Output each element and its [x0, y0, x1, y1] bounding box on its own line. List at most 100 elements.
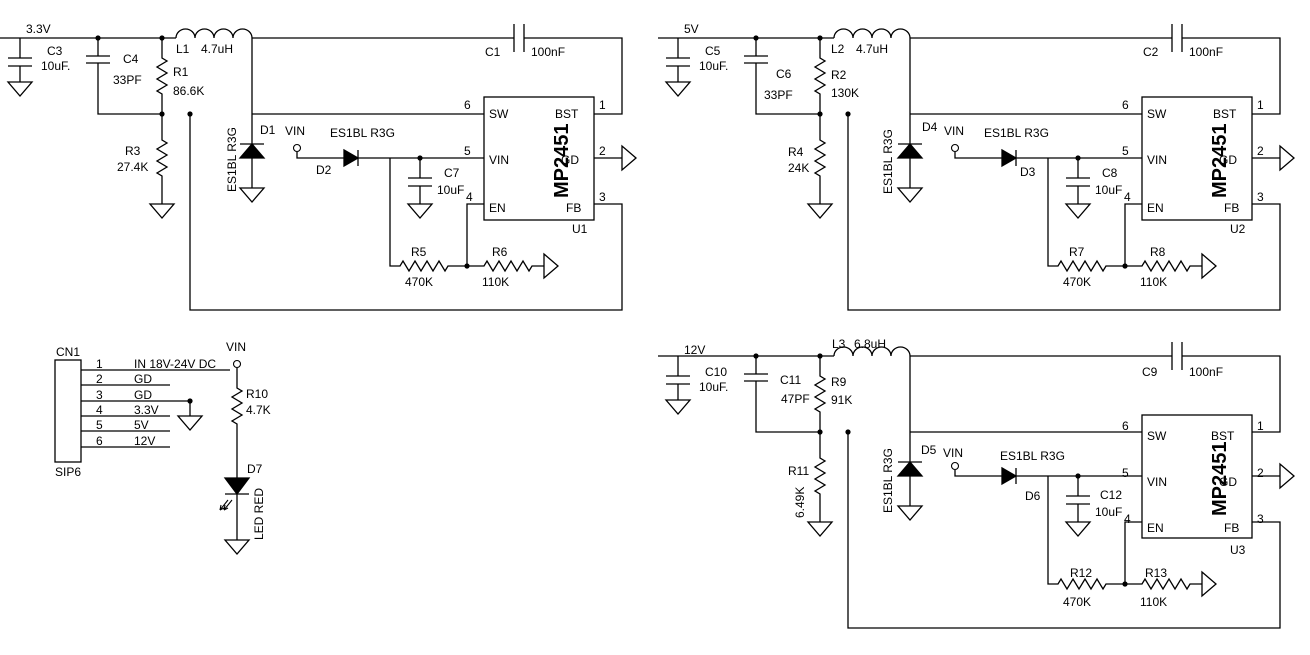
rbot-ref: R11	[788, 464, 809, 478]
pin-vin: VIN	[489, 153, 509, 167]
rgd-ref: R13	[1145, 566, 1167, 580]
pin-num-4: 4	[1124, 512, 1131, 526]
rbot-value: 6.49K	[793, 487, 807, 518]
pin-num-3: 3	[1257, 190, 1264, 204]
ren-ref: R5	[411, 245, 427, 259]
rail-label: 3.3V	[26, 22, 51, 36]
pin-num-5: 5	[1122, 466, 1129, 480]
pin-label: IN 18V-24V DC	[134, 357, 216, 371]
cff-value: 33PF	[764, 88, 793, 102]
cboot-ref: C1	[485, 45, 501, 59]
pin-sw: SW	[1147, 429, 1167, 443]
rbot-value: 24K	[788, 161, 809, 175]
vin-label: VIN	[944, 124, 964, 138]
pin-num-4: 4	[466, 190, 473, 204]
diode-in-ref: D3	[1020, 165, 1036, 179]
connector-type: SIP6	[55, 465, 81, 479]
cvin-value: 10uF	[437, 183, 464, 197]
rtop-ref: R9	[831, 375, 847, 389]
cin-value: 10uF.	[699, 380, 728, 394]
rail-label: 12V	[684, 343, 705, 357]
cff-ref: C11	[780, 373, 801, 387]
d7-ref: D7	[247, 462, 263, 476]
connector-pin-4: 4 3.3V	[96, 403, 159, 417]
led-vin-label: VIN	[226, 340, 246, 354]
cvin-ref: C12	[1100, 488, 1122, 502]
rtop-ref: R1	[173, 65, 189, 79]
pin-fb: FB	[1224, 201, 1239, 215]
cvin-value: 10uF	[1095, 505, 1122, 519]
diode-in-value: ES1BL R3G	[984, 126, 1049, 140]
pin-num-1: 1	[1257, 98, 1264, 112]
chip-ref: U1	[572, 222, 588, 236]
inductor-ref: L3	[832, 337, 846, 351]
cboot-value: 100nF	[1189, 365, 1223, 379]
pin-num-2: 2	[1257, 466, 1264, 480]
pin-vin: VIN	[1147, 153, 1167, 167]
pin-number: 2	[96, 372, 103, 386]
ren-ref: R7	[1069, 245, 1085, 259]
chip-part: MP2451	[1209, 442, 1231, 517]
led-indicator: VIN R10 4.7K D7 LED RED	[219, 340, 271, 555]
diode-in-value: ES1BL R3G	[330, 126, 395, 140]
pin-label: 5V	[134, 418, 149, 432]
rgd-ref: R6	[492, 245, 508, 259]
pin-sw: SW	[489, 107, 509, 121]
ren-value: 470K	[1063, 275, 1091, 289]
pin-label: 12V	[134, 434, 155, 448]
cin-value: 10uF.	[699, 59, 728, 73]
diode-in-ref: D6	[1025, 489, 1041, 503]
pin-num-6: 6	[464, 98, 471, 112]
cin-ref: C5	[705, 44, 721, 58]
diode-fw-ref: D5	[921, 443, 937, 457]
rgd-value: 110K	[1140, 275, 1167, 289]
pin-gd: GD	[1219, 153, 1237, 167]
vin-label: VIN	[943, 446, 963, 460]
pin-num-5: 5	[464, 144, 471, 158]
pin-num-1: 1	[1257, 419, 1264, 433]
diode-in-value: ES1BL R3G	[1000, 449, 1065, 463]
connector-pin-5: 5 5V	[96, 418, 149, 432]
diode-fw-value: ES1BL R3G	[881, 129, 895, 194]
rtop-ref: R2	[831, 68, 847, 82]
cff-ref: C4	[123, 52, 139, 66]
ren-value: 470K	[405, 275, 433, 289]
pin-fb: FB	[1224, 521, 1239, 535]
regulator-3v3: 3.3V C3 10uF. C4 33PF L1 4.7uH R1 86.6K …	[0, 22, 637, 311]
cff-ref: C6	[776, 67, 792, 81]
pin-num-2: 2	[1257, 144, 1264, 158]
pin-number: 3	[96, 388, 103, 402]
pin-num-3: 3	[1257, 512, 1264, 526]
pin-num-3: 3	[599, 190, 606, 204]
connector-pin-1: 1 IN 18V-24V DC	[96, 357, 216, 371]
pin-num-5: 5	[1122, 144, 1129, 158]
pin-number: 6	[96, 434, 103, 448]
rbot-ref: R3	[125, 144, 141, 158]
r10-value: 4.7K	[246, 403, 271, 417]
pin-bst: BST	[1213, 107, 1237, 121]
diode-in-ref: D2	[316, 163, 332, 177]
pin-num-6: 6	[1122, 98, 1129, 112]
diode-fw-ref: D1	[260, 123, 276, 137]
pin-number: 1	[96, 357, 103, 371]
regulator-12v: 12V C10 10uF. C11 47PF L3 6.8uH R9 91K R…	[657, 337, 1295, 629]
pin-en: EN	[1147, 201, 1164, 215]
d7-value: LED RED	[252, 488, 266, 540]
pin-num-2: 2	[599, 144, 606, 158]
cff-value: 47PF	[781, 392, 810, 406]
diode-fw-value: ES1BL R3G	[225, 127, 239, 192]
regulator-5v: 5V C5 10uF. C6 33PF L2 4.7uH R2 130K R4 …	[657, 22, 1295, 311]
connector-pin-6: 6 12V	[96, 434, 155, 448]
pin-number: 4	[96, 403, 103, 417]
pin-num-1: 1	[599, 98, 606, 112]
pin-bst: BST	[1211, 429, 1235, 443]
diode-fw-value: ES1BL R3G	[881, 448, 895, 513]
rgd-value: 110K	[482, 275, 509, 289]
connector-ref: CN1	[56, 345, 80, 359]
rbot-value: 27.4K	[117, 160, 148, 174]
cin-value: 10uF.	[41, 59, 70, 73]
connector-pin-2: 2 GD	[96, 372, 152, 386]
pin-label: GD	[134, 388, 152, 402]
pin-num-4: 4	[1124, 190, 1131, 204]
connector-pin-3: 3 GD	[96, 388, 152, 402]
